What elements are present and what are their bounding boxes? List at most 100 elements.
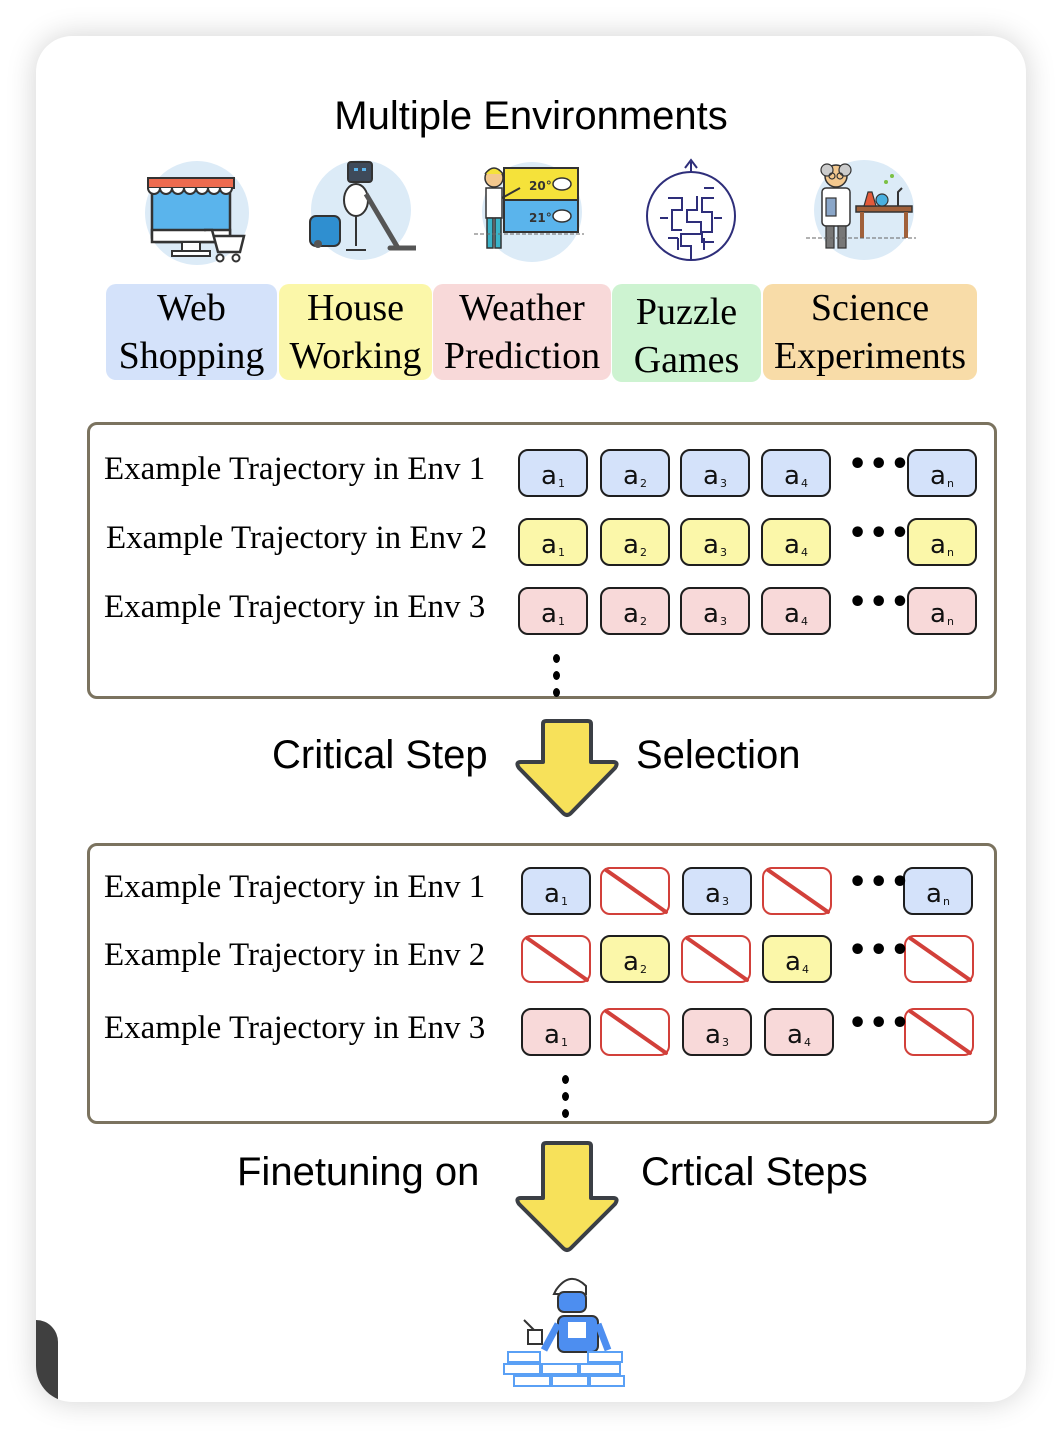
env-label-line2: Shopping (118, 335, 265, 377)
env-label-line1: Web (157, 287, 226, 329)
action-index: n (946, 546, 954, 559)
trajectory-label: Example Trajectory in Env 1 (104, 869, 486, 905)
env-label-line1: House (306, 287, 405, 329)
strike-through-icon (685, 936, 749, 982)
action-symbol: a (541, 530, 557, 560)
action-symbol: a (787, 1020, 803, 1050)
trajectory-label: Example Trajectory in Env 1 (104, 451, 486, 487)
online-shop-icon (142, 158, 252, 268)
ellipsis: ••• (848, 447, 912, 482)
action-symbol: a (544, 879, 560, 909)
strike-through-icon (908, 936, 972, 982)
env-label-weather-prediction: Weather Prediction (433, 284, 611, 380)
action-index: 1 (557, 477, 565, 490)
action-index: 1 (560, 1036, 568, 1049)
action-index: n (946, 615, 954, 628)
down-arrow-icon (515, 1141, 619, 1252)
action-symbol: a (623, 530, 639, 560)
env-label-science-experiments: Science Experiments (763, 284, 977, 380)
removed-action-step (681, 935, 751, 983)
action-index: 3 (721, 1036, 729, 1049)
action-symbol: a (703, 599, 719, 629)
action-symbol: a (541, 599, 557, 629)
trajectory-label: Example Trajectory in Env 3 (104, 589, 486, 625)
more-trajectories-dots (562, 1075, 572, 1126)
critical-steps-panel (87, 843, 997, 1124)
action-symbol: a (541, 461, 557, 491)
action-symbol: a (926, 879, 942, 909)
env-label-line1: Weather (459, 287, 585, 329)
action-index: 2 (639, 615, 647, 628)
action-symbol: a (623, 461, 639, 491)
env-label-line2: Working (289, 335, 422, 377)
side-scroll-tab[interactable] (36, 1320, 58, 1402)
strike-through-icon (604, 1009, 668, 1055)
env-label-puzzle-games: Puzzle Games (612, 284, 761, 382)
action-symbol: a (784, 530, 800, 560)
strike-through-icon (908, 1009, 972, 1055)
strike-through-icon (604, 868, 668, 914)
ellipsis: ••• (848, 865, 912, 900)
action-index: 4 (800, 615, 808, 628)
action-symbol: a (930, 530, 946, 560)
action-symbol: a (623, 947, 639, 977)
svg-text:20°: 20° (529, 179, 552, 193)
robot-vacuum-icon (306, 158, 423, 268)
action-symbol: a (544, 1020, 560, 1050)
strike-through-icon (525, 936, 589, 982)
removed-action-step (521, 935, 591, 983)
ellipsis: ••• (848, 1006, 912, 1041)
selection-label: Selection (636, 733, 801, 777)
env-label-line2: Experiments (773, 335, 967, 377)
strike-through-icon (766, 868, 830, 914)
action-index: 2 (639, 963, 647, 976)
action-symbol: a (703, 461, 719, 491)
critical-step-label: Critical Step (272, 733, 488, 777)
removed-action-step (600, 1008, 670, 1056)
action-index: 4 (800, 546, 808, 559)
down-arrow-icon (515, 719, 619, 817)
action-index: 3 (719, 477, 727, 490)
env-label-line2: Prediction (443, 335, 601, 377)
ellipsis: ••• (848, 933, 912, 968)
action-index: n (942, 895, 950, 908)
action-index: 2 (639, 477, 647, 490)
action-index: 1 (557, 615, 565, 628)
env-label-line2: Games (633, 339, 740, 381)
action-index: 4 (801, 963, 809, 976)
svg-text:21°: 21° (529, 211, 552, 225)
removed-action-step (904, 1008, 974, 1056)
finetuning-label: Finetuning on (237, 1150, 480, 1194)
action-index: 3 (719, 615, 727, 628)
action-symbol: a (784, 461, 800, 491)
figure-title: Multiple Environments (334, 94, 728, 138)
action-symbol: a (930, 599, 946, 629)
env-label-line1: Science (810, 287, 930, 329)
maze-icon (638, 158, 748, 268)
action-index: 3 (721, 895, 729, 908)
action-index: 4 (803, 1036, 811, 1049)
ellipsis: ••• (848, 516, 912, 551)
scientist-icon (806, 158, 916, 268)
env-label-house-working: House Working (279, 284, 432, 380)
trajectory-label: Example Trajectory in Env 2 (106, 520, 488, 556)
env-label-line1: Puzzle (635, 291, 738, 333)
action-index: 4 (800, 477, 808, 490)
action-index: 2 (639, 546, 647, 559)
more-trajectories-dots (553, 654, 563, 705)
